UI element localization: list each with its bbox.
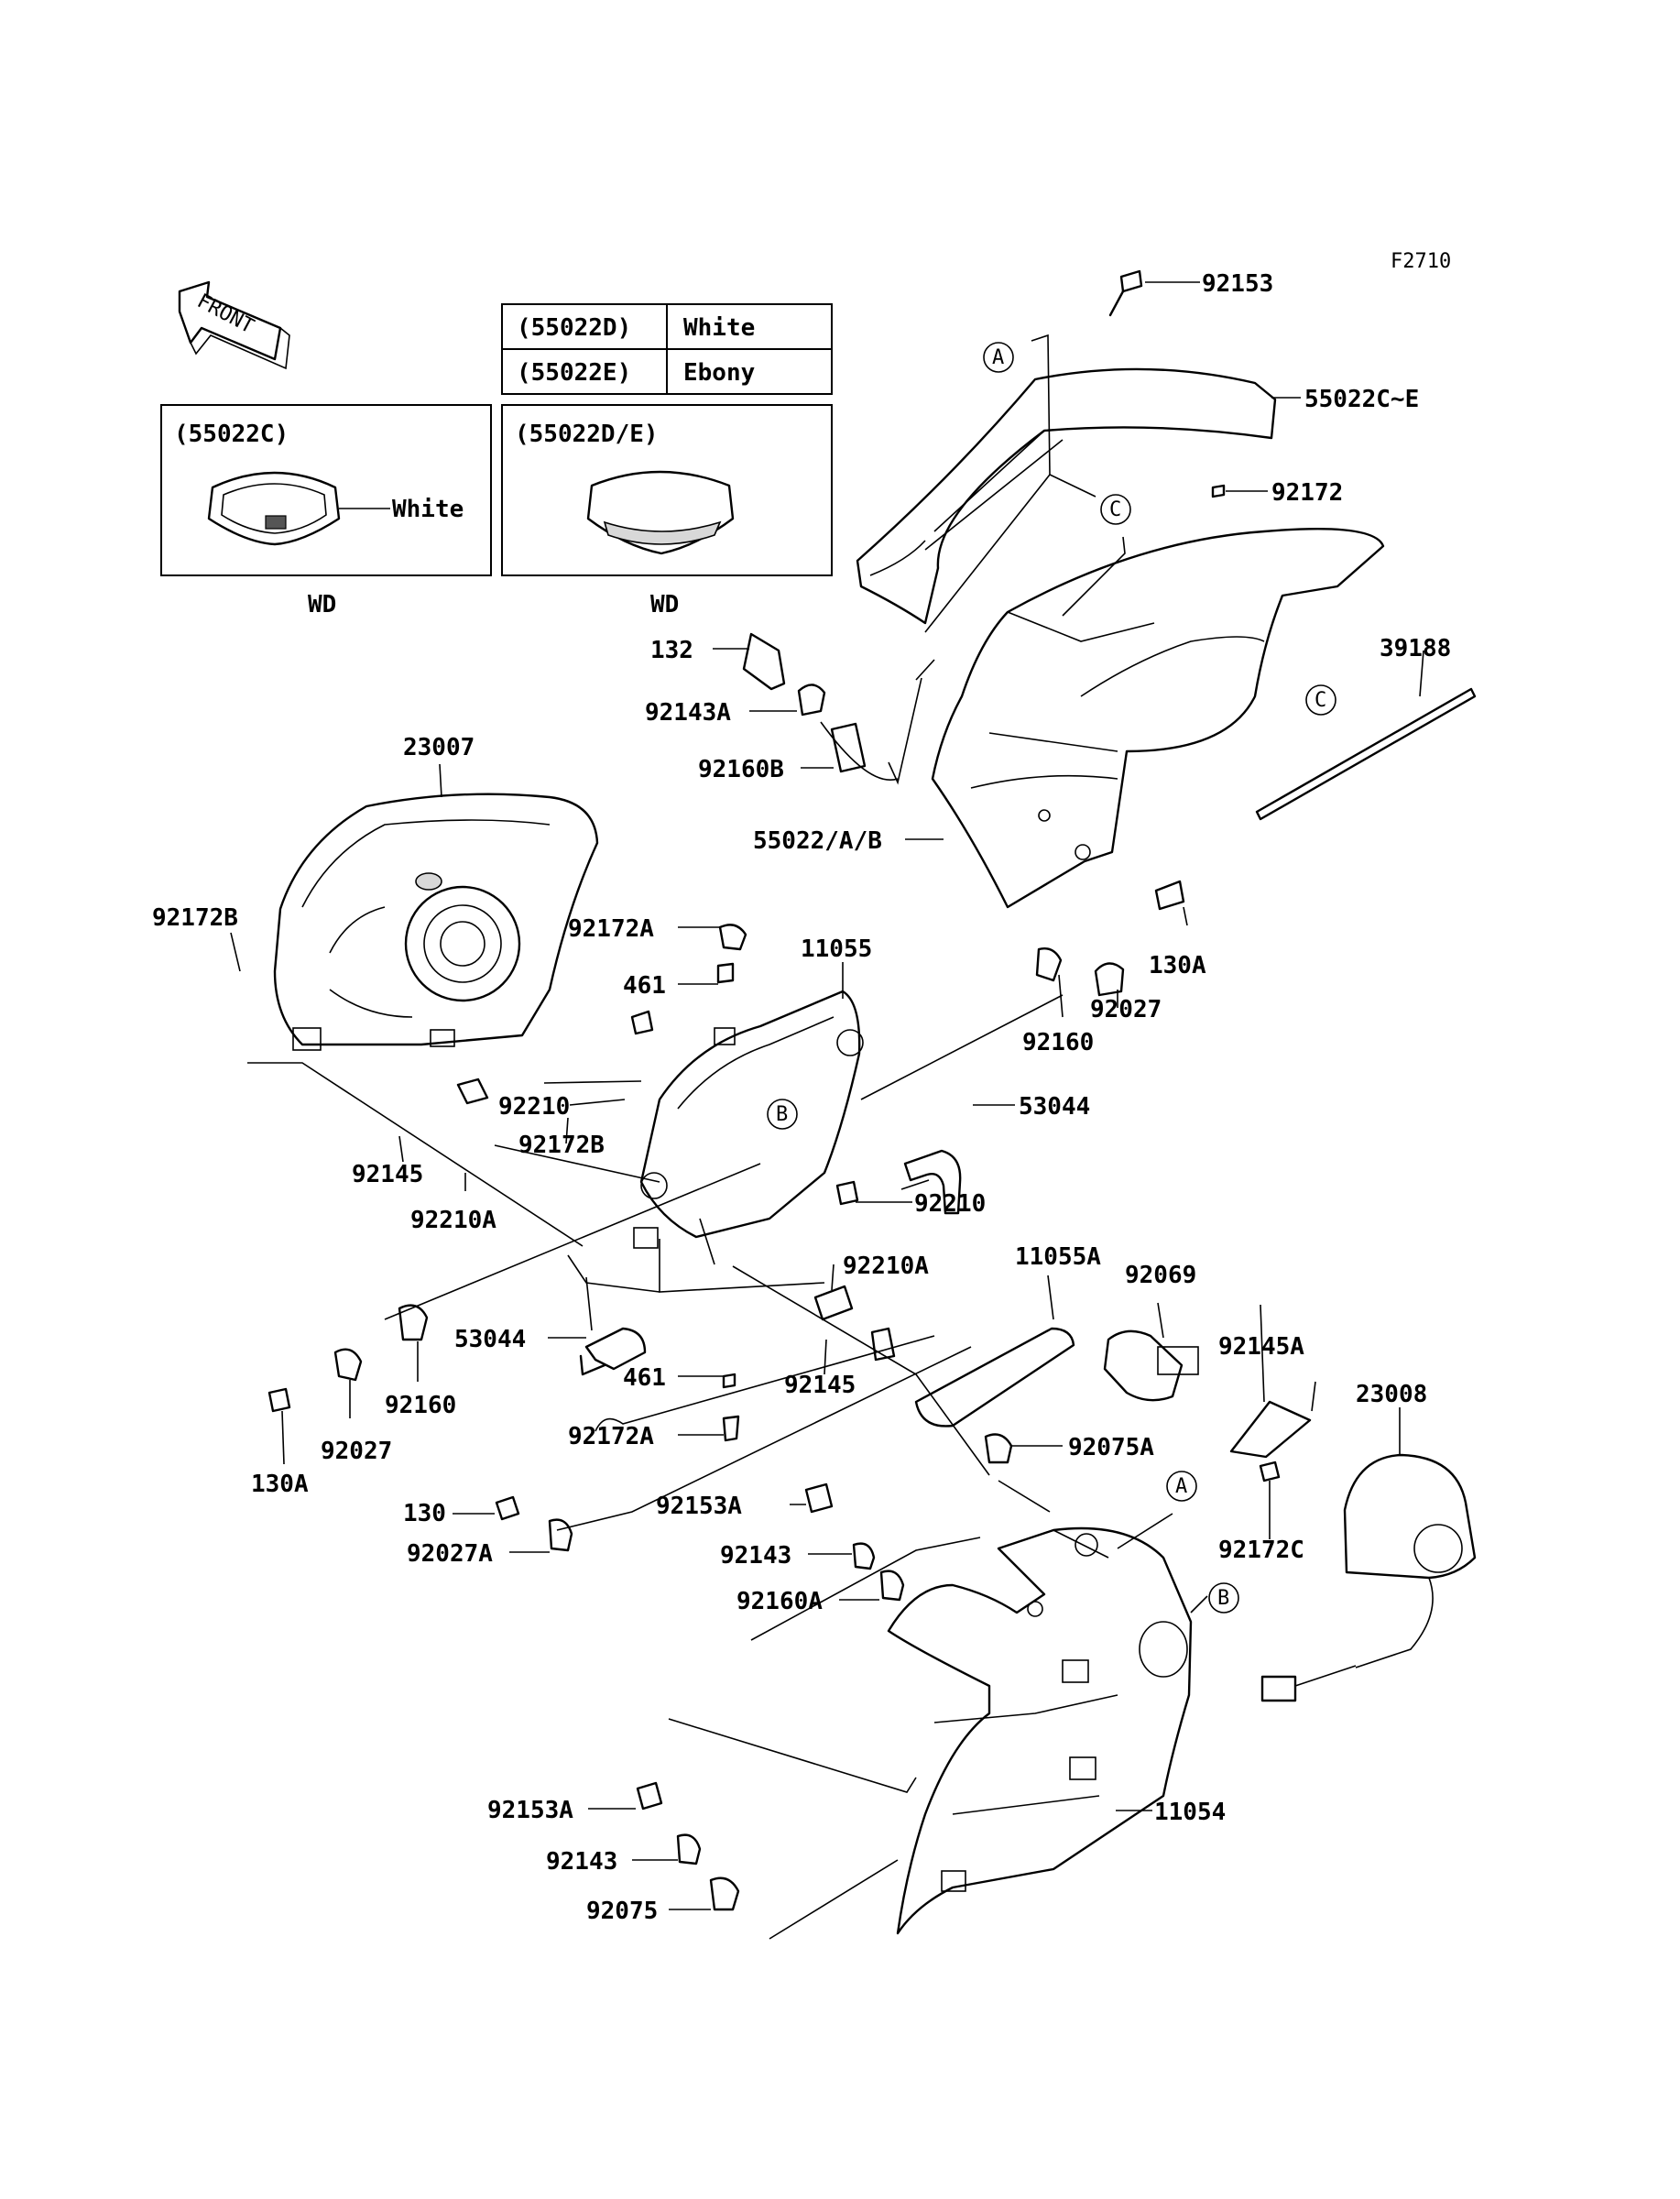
label-92153: 92153 <box>1202 270 1273 298</box>
label-92160-right: 92160 <box>1022 1029 1094 1056</box>
label-11055a: 11055A <box>1015 1243 1101 1271</box>
color-table-color-1: White <box>683 314 755 342</box>
callout-a-stay: A <box>1175 1475 1187 1498</box>
inset-1-code: (55022C) <box>174 421 289 448</box>
label-92075a: 92075A <box>1068 1434 1154 1461</box>
label-92172b-center: 92172B <box>518 1132 605 1159</box>
label-92145a: 92145A <box>1218 1333 1304 1361</box>
callout-b-bracket: B <box>776 1103 788 1126</box>
label-132: 132 <box>650 637 693 664</box>
label-11055: 11055 <box>801 935 872 963</box>
label-39188: 39188 <box>1380 635 1451 662</box>
callout-c-cowl: C <box>1109 498 1121 521</box>
label-92153a-top: 92153A <box>656 1493 742 1520</box>
strip-39188 <box>1255 687 1477 821</box>
inner-cowl-panel <box>931 528 1385 909</box>
label-92210-right: 92210 <box>914 1190 986 1218</box>
headlight-assembly <box>273 793 599 1051</box>
label-92143a: 92143A <box>645 699 731 727</box>
label-92027-left: 92027 <box>321 1438 392 1465</box>
color-table: (55022D) White (55022E) Ebony <box>501 303 833 395</box>
callout-c-strip: C <box>1315 689 1326 712</box>
callout-b-stay: B <box>1217 1587 1229 1610</box>
clip-92145a <box>1229 1400 1312 1459</box>
hose-53044-right <box>903 1149 962 1215</box>
fasteners <box>267 269 1281 1911</box>
inset-1-note: White <box>392 496 464 523</box>
upper-cowl <box>856 367 1277 625</box>
inset-55022c: (55022C) White WD <box>160 404 492 618</box>
inset-55022de: (55022D/E) WD <box>501 404 833 618</box>
callouts: A C C B A B <box>767 342 1336 1614</box>
label-92069: 92069 <box>1125 1262 1196 1289</box>
label-92172a-bottom: 92172A <box>568 1423 654 1450</box>
inset-2-caption: WD <box>650 591 679 618</box>
cowl-front-view <box>207 471 341 546</box>
inset-1-caption: WD <box>308 591 336 618</box>
lower-stay <box>887 1526 1193 1935</box>
label-23008: 23008 <box>1356 1381 1427 1408</box>
label-92172b-left: 92172B <box>152 904 238 932</box>
label-461-top: 461 <box>623 972 666 1000</box>
label-92145-left: 92145 <box>352 1161 423 1188</box>
leader-lines <box>230 281 1424 1940</box>
color-table-code-1: (55022D) <box>517 314 631 342</box>
bulb-92069 <box>1103 1329 1199 1402</box>
kawasaki-logo-icon <box>265 515 287 530</box>
label-92027-right: 92027 <box>1090 996 1162 1023</box>
label-92143-bottom: 92143 <box>546 1848 617 1876</box>
label-92153a-bottom: 92153A <box>487 1797 573 1824</box>
label-92210a-center: 92210A <box>843 1253 929 1280</box>
inset-2-code: (55022D/E) <box>515 421 659 448</box>
label-92027a: 92027A <box>407 1540 493 1568</box>
callout-a-top: A <box>992 346 1004 369</box>
figure-code: F2710 <box>1391 250 1451 273</box>
label-92210-left: 92210 <box>498 1093 570 1121</box>
label-92172c: 92172C <box>1218 1537 1304 1564</box>
label-92172: 92172 <box>1271 479 1343 507</box>
label-53044-right: 53044 <box>1019 1093 1090 1121</box>
label-55022ab: 55022/A/B <box>753 827 882 855</box>
label-130a-right: 130A <box>1149 952 1206 979</box>
front-arrow-icon: FRONT <box>178 280 290 370</box>
label-92172a-top: 92172A <box>568 915 654 943</box>
label-92160-left: 92160 <box>385 1392 456 1419</box>
label-92160a: 92160A <box>736 1588 823 1615</box>
front-arrow-label: FRONT <box>193 290 257 338</box>
headlight-bracket <box>633 990 864 1249</box>
label-55022ce: 55022C~E <box>1304 386 1419 413</box>
label-461-bottom: 461 <box>623 1364 666 1392</box>
label-130: 130 <box>403 1500 446 1527</box>
label-92160b: 92160B <box>698 756 784 783</box>
label-53044-left: 53044 <box>454 1326 526 1353</box>
label-11054: 11054 <box>1154 1799 1226 1826</box>
label-92075: 92075 <box>586 1898 658 1925</box>
socket-23008 <box>1260 1453 1477 1702</box>
hose-53044-left <box>579 1327 647 1376</box>
label-92210a-left: 92210A <box>410 1207 496 1234</box>
color-table-color-2: Ebony <box>683 359 755 387</box>
label-130a-left: 130A <box>251 1471 309 1498</box>
label-92143-top: 92143 <box>720 1542 791 1570</box>
label-92145-center: 92145 <box>784 1372 856 1399</box>
plate-11055a <box>914 1327 1075 1428</box>
part-labels: 92153 55022C~E 92172 39188 132 92143A 92… <box>152 270 1451 1925</box>
label-23007: 23007 <box>403 734 475 761</box>
color-table-code-2: (55022E) <box>517 359 631 387</box>
